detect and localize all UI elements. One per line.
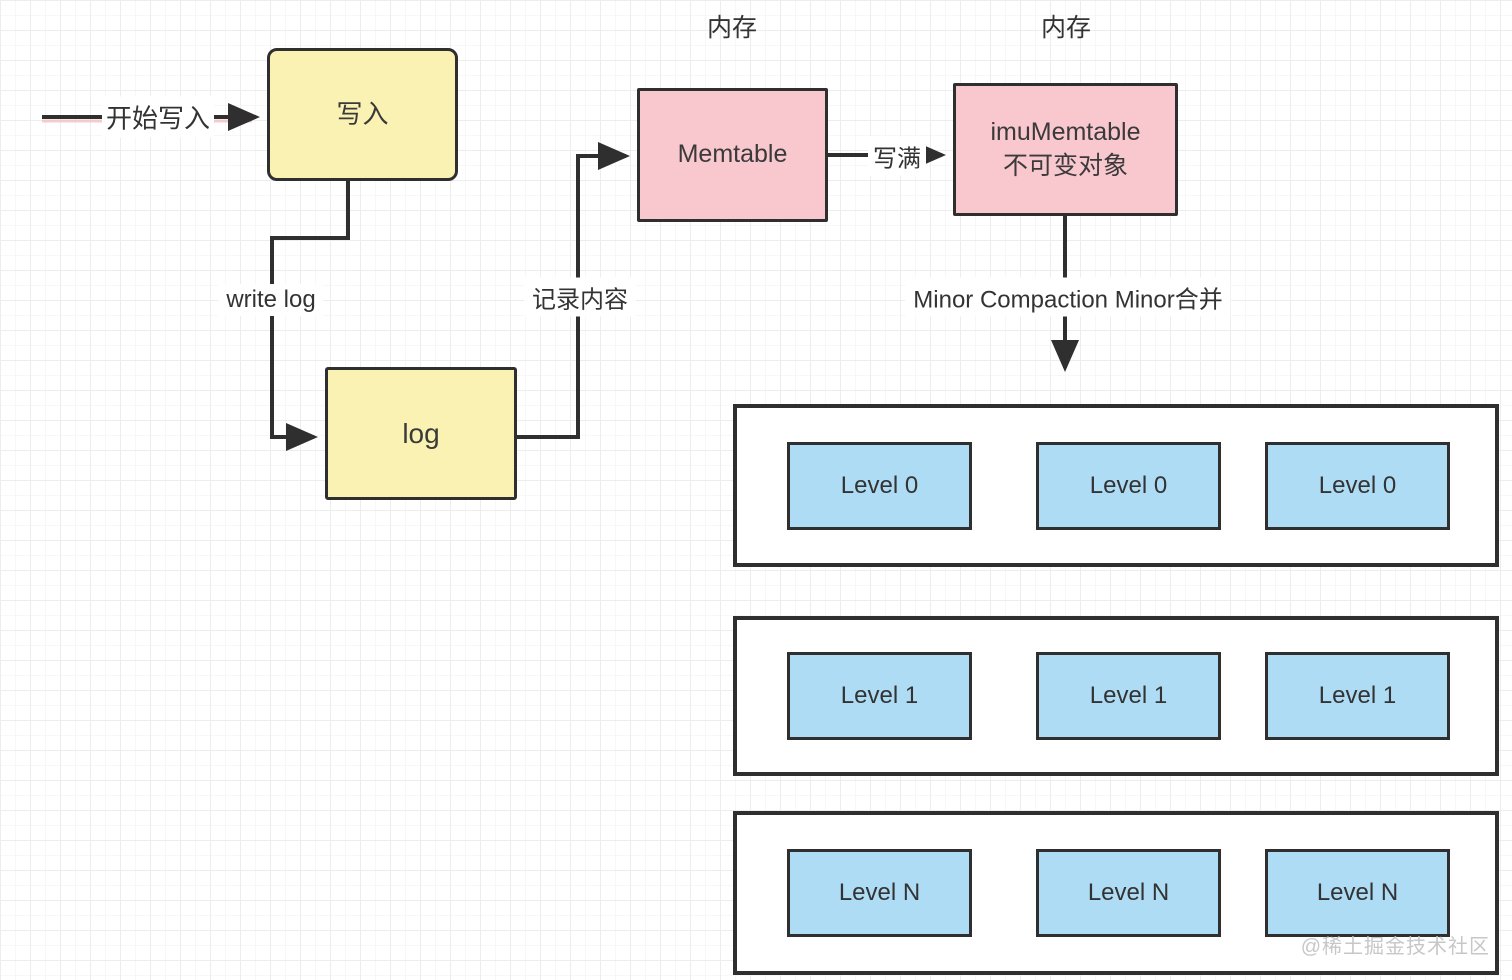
level-box: Level 0: [1036, 441, 1221, 530]
watermark: @稀土掘金技术社区: [1300, 936, 1490, 958]
edge-label-record-content: 记录内容: [524, 277, 636, 317]
level-box: Level 1: [1036, 652, 1221, 740]
node-memtable: Memtable: [637, 88, 828, 222]
memory-label-imu: 内存: [1040, 14, 1092, 42]
level-box: Level 1: [1265, 652, 1450, 740]
edge-write-to-log: [270, 181, 350, 451]
level-box: Level N: [1036, 849, 1221, 937]
level-box: Level N: [787, 849, 972, 937]
level-n-group: Level N Level N Level N: [733, 811, 1499, 975]
level-0-group: Level 0 Level 0 Level 0: [733, 404, 1499, 567]
node-imu-memtable: imuMemtable 不可变对象: [953, 83, 1178, 216]
level-box: Level 1: [787, 652, 972, 740]
level-box: Level 0: [787, 441, 972, 530]
edge-label-write-full: 写满: [868, 136, 926, 176]
edge-label-write-log: write log: [218, 284, 324, 316]
level-box: Level N: [1265, 849, 1450, 937]
level-box: Level 0: [1265, 441, 1450, 530]
level-1-group: Level 1 Level 1 Level 1: [733, 616, 1499, 776]
node-log: log: [325, 367, 517, 500]
node-write: 写入: [267, 48, 458, 181]
edge-label-minor-compaction: Minor Compaction Minor合并: [905, 277, 1231, 317]
memory-label-memtable: 内存: [706, 14, 758, 42]
edge-label-start-write: 开始写入: [101, 96, 215, 138]
